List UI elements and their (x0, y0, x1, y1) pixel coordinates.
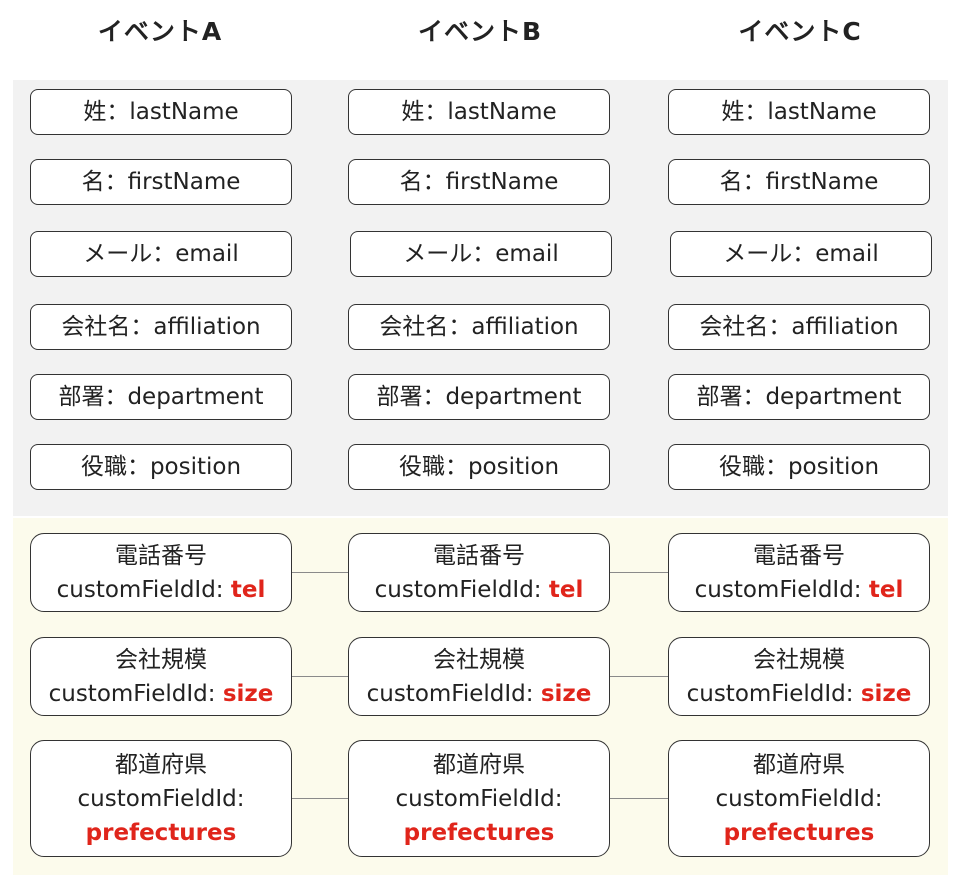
custom-field-id: customFieldId: size (367, 677, 592, 711)
event-c-field-affiliation: 会社名：affiliation (668, 304, 930, 350)
event-b-header: イベントB (417, 17, 543, 46)
custom-field-id: customFieldId: tel (375, 573, 584, 607)
custom-field-label: 都道府県 (433, 751, 525, 778)
custom-field-prefix: customFieldId: (56, 576, 224, 603)
standard-fields-area (13, 80, 948, 516)
custom-field-id: customFieldId: tel (57, 573, 266, 607)
event-b-field-department: 部署：department (348, 374, 610, 420)
custom-field-prefix: customFieldId: (366, 680, 534, 707)
event-b-field-email: メール：email (350, 231, 612, 277)
connector-size-b-c (609, 676, 669, 677)
custom-field-label: 都道府県 (753, 751, 845, 778)
event-a-custom-prefectures: 都道府県 customFieldId: prefectures (30, 740, 292, 857)
event-b-field-position: 役職：position (348, 444, 610, 490)
custom-field-label: 会社規模 (115, 646, 207, 673)
event-a-custom-tel: 電話番号 customFieldId: tel (30, 533, 292, 612)
event-a-custom-size: 会社規模 customFieldId: size (30, 637, 292, 716)
event-c-field-lastname: 姓：lastName (668, 89, 930, 135)
custom-field-prefix: customFieldId: (374, 576, 542, 603)
custom-field-prefix: customFieldId: (715, 785, 883, 812)
event-a-field-firstname: 名：firstName (30, 159, 292, 205)
connector-prefectures-b-c (609, 798, 669, 799)
custom-field-label: 都道府県 (115, 751, 207, 778)
event-c-custom-tel: 電話番号 customFieldId: tel (668, 533, 930, 612)
custom-field-label: 会社規模 (753, 646, 845, 673)
event-c-field-department: 部署：department (668, 374, 930, 420)
event-b-field-affiliation: 会社名：affiliation (348, 304, 610, 350)
event-b-custom-tel: 電話番号 customFieldId: tel (348, 533, 610, 612)
event-a-field-position: 役職：position (30, 444, 292, 490)
custom-field-key: tel (230, 576, 266, 603)
custom-field-label: 電話番号 (115, 542, 207, 569)
custom-field-key: size (222, 680, 274, 707)
custom-field-prefix: customFieldId: (694, 576, 862, 603)
custom-field-id: customFieldId: tel (695, 573, 904, 607)
event-c-field-position: 役職：position (668, 444, 930, 490)
custom-field-prefix: customFieldId: (395, 785, 563, 812)
connector-prefectures-a-b (291, 798, 349, 799)
event-a-header: イベントA (97, 17, 223, 46)
event-a-field-department: 部署：department (30, 374, 292, 420)
event-b-field-lastname: 姓：lastName (348, 89, 610, 135)
custom-field-key: prefectures (403, 819, 555, 846)
custom-field-key: size (860, 680, 912, 707)
custom-field-id: customFieldId: size (49, 677, 274, 711)
event-a-field-email: メール：email (30, 231, 292, 277)
event-c-custom-size: 会社規模 customFieldId: size (668, 637, 930, 716)
event-c-field-email: メール：email (670, 231, 932, 277)
connector-size-a-b (291, 676, 349, 677)
event-c-custom-prefectures: 都道府県 customFieldId: prefectures (668, 740, 930, 857)
custom-field-label: 会社規模 (433, 646, 525, 673)
custom-field-key: tel (868, 576, 904, 603)
event-b-custom-size: 会社規模 customFieldId: size (348, 637, 610, 716)
event-b-field-firstname: 名：firstName (348, 159, 610, 205)
custom-field-prefix: customFieldId: (77, 785, 245, 812)
custom-field-label: 電話番号 (753, 542, 845, 569)
event-a-field-affiliation: 会社名：affiliation (30, 304, 292, 350)
connector-tel-a-b (291, 572, 349, 573)
event-c-field-firstname: 名：firstName (668, 159, 930, 205)
custom-field-label: 電話番号 (433, 542, 525, 569)
event-b-custom-prefectures: 都道府県 customFieldId: prefectures (348, 740, 610, 857)
custom-field-prefix: customFieldId: (686, 680, 854, 707)
custom-field-key: size (540, 680, 592, 707)
custom-field-id: customFieldId: size (687, 677, 912, 711)
connector-tel-b-c (609, 572, 669, 573)
custom-field-key: prefectures (723, 819, 875, 846)
custom-field-key: tel (548, 576, 584, 603)
custom-field-key: prefectures (85, 819, 237, 846)
event-c-header: イベントC (738, 17, 862, 46)
custom-field-prefix: customFieldId: (48, 680, 216, 707)
event-a-field-lastname: 姓：lastName (30, 89, 292, 135)
